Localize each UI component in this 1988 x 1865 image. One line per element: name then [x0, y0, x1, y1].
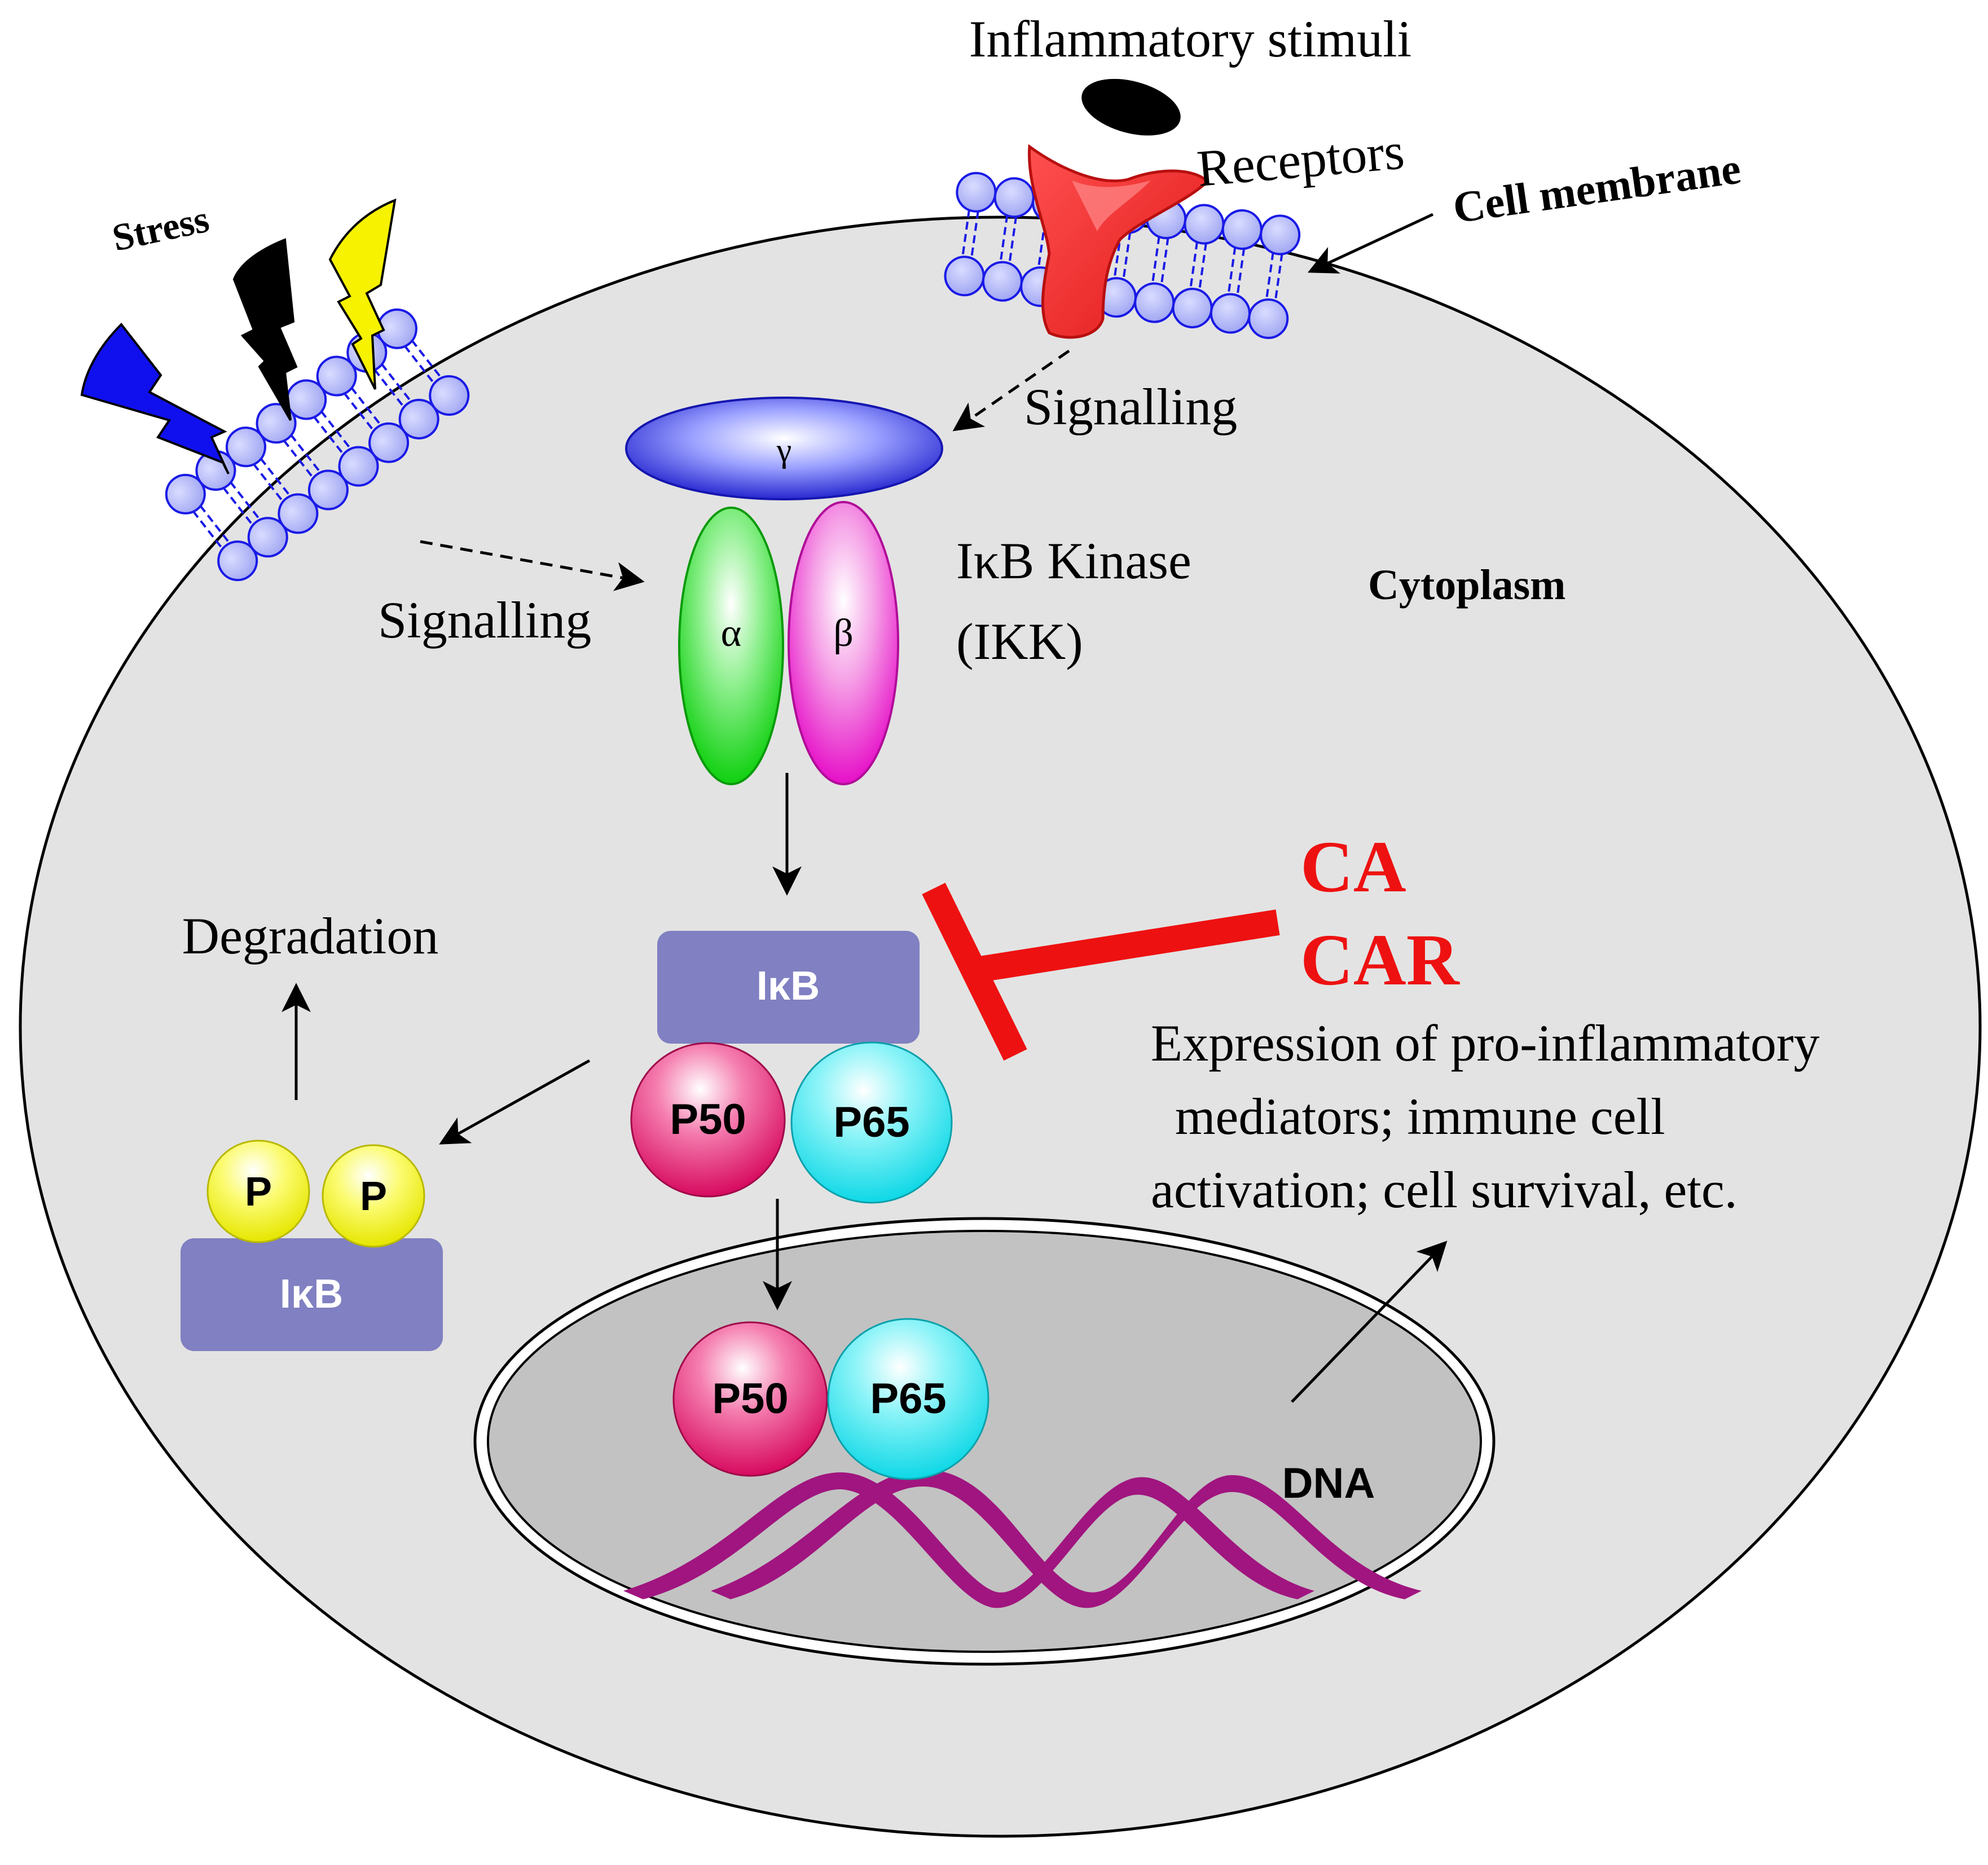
lipid-tail — [313, 416, 345, 456]
lipid-tail — [1236, 248, 1246, 297]
p65-cytoplasm-label: P65 — [833, 1098, 909, 1146]
lipid-head — [1248, 298, 1289, 339]
lipid-head — [956, 171, 997, 213]
lipid-tail — [252, 463, 284, 503]
lipid-tail — [192, 510, 224, 551]
lipid-tail — [999, 214, 1009, 263]
lightning-blue-icon — [80, 322, 230, 474]
cell-membrane-pointer-arrow — [1307, 213, 1434, 274]
lipid-tail — [970, 210, 979, 259]
ikk-label-line1: IκB Kinase — [956, 532, 1191, 590]
lipid-tail — [373, 368, 406, 408]
cell-membrane-label: Cell membrane — [1450, 143, 1743, 232]
lipid-head — [1260, 214, 1301, 256]
lipid-tail — [1160, 237, 1169, 286]
lipid-tail — [222, 486, 254, 527]
expression-label-line1: Expression of pro-inflammatory — [1151, 1014, 1820, 1072]
lipid-tail — [283, 439, 315, 480]
p65-nucleus — [827, 1318, 989, 1480]
lightning-yellow-icon — [328, 198, 397, 390]
degradation-label: Degradation — [182, 907, 439, 965]
dna-label: DNA — [1282, 1459, 1375, 1507]
lipid-tail — [1227, 247, 1237, 295]
receptors-label: Receptors — [1195, 122, 1406, 197]
receptor-icon — [1028, 144, 1209, 339]
lightning-black-icon — [232, 238, 298, 421]
cytoplasm-label: Cytoplasm — [1368, 561, 1565, 609]
expression-label-line3: activation; cell survival, etc. — [1151, 1161, 1738, 1219]
lipid-tail — [403, 345, 436, 385]
lipid-head — [429, 375, 470, 416]
p50-nucleus-label: P50 — [712, 1375, 788, 1423]
inhibitor-car-label: CAR — [1300, 920, 1461, 1001]
lipid-tail — [1189, 241, 1199, 290]
lipid-tail — [380, 363, 412, 403]
phosphate-left — [206, 1140, 310, 1243]
signalling-top-label: Signalling — [1024, 378, 1237, 436]
inhibition-bar — [922, 882, 1027, 1061]
ikk-label-line2: (IKK) — [956, 613, 1083, 670]
p65-cytoplasm — [790, 1041, 953, 1204]
ikb-box — [657, 931, 920, 1044]
phosphorylated-ikb-label: IκB — [280, 1272, 343, 1317]
lipid-tail — [229, 481, 261, 521]
p50-cytoplasm-label: P50 — [670, 1096, 746, 1143]
lipid-tail — [1151, 236, 1160, 285]
lipid-tail — [1198, 243, 1207, 291]
inhibition-line — [971, 909, 1280, 983]
lipid-tail — [1008, 215, 1018, 265]
alpha-label: α — [721, 612, 742, 655]
dna-helix — [623, 1470, 1422, 1608]
signalling-arrow-left — [420, 540, 645, 591]
lipid-tail — [1265, 252, 1274, 301]
phosphate-right-label: P — [360, 1174, 387, 1219]
ikb-label: IκB — [757, 964, 820, 1009]
lipid-tail — [290, 434, 322, 474]
lipid-tail — [1113, 230, 1123, 279]
lipid-head — [993, 177, 1035, 218]
lipid-tail — [1037, 219, 1046, 269]
gamma-label: γ — [776, 432, 792, 469]
lipid-tail — [320, 410, 352, 450]
lipid-tail — [1122, 232, 1132, 280]
lipid-head — [376, 308, 417, 349]
ikk-gamma-subunit — [625, 397, 943, 500]
phosphate-right — [322, 1144, 425, 1248]
receptor-highlight — [1072, 181, 1151, 231]
lipid-tail — [961, 209, 971, 258]
lipid-tail — [411, 339, 443, 380]
lipid-tail — [350, 386, 382, 426]
arrow-to-expression — [1291, 1241, 1448, 1403]
signalling-left-label: Signalling — [378, 591, 591, 649]
lipid-tail — [343, 392, 375, 432]
p50-nucleus — [672, 1321, 828, 1477]
lipid-tail — [199, 504, 231, 545]
lipid-tail — [1274, 253, 1283, 302]
expression-label-line2: mediators; immune cell — [1162, 1088, 1665, 1145]
beta-label: β — [833, 612, 854, 655]
membrane-patch-left — [165, 308, 470, 582]
p50-cytoplasm — [630, 1042, 786, 1198]
inflammatory-stimuli-label: Inflammatory stimuli — [969, 10, 1411, 68]
ikk-beta-subunit — [788, 501, 899, 785]
inhibitor-ca-label: CA — [1300, 826, 1406, 908]
stimulus-ligand-icon — [1081, 78, 1181, 136]
phosphate-left-label: P — [245, 1169, 272, 1215]
phosphorylated-ikb-box — [181, 1238, 443, 1351]
stress-label: Stress — [108, 197, 213, 259]
lipid-tail — [260, 458, 292, 498]
signalling-arrow-top — [952, 349, 1070, 432]
ikk-alpha-subunit — [678, 507, 784, 785]
p65-nucleus-label: P65 — [870, 1375, 946, 1423]
arrow-to-phosphorylation — [439, 1059, 591, 1145]
